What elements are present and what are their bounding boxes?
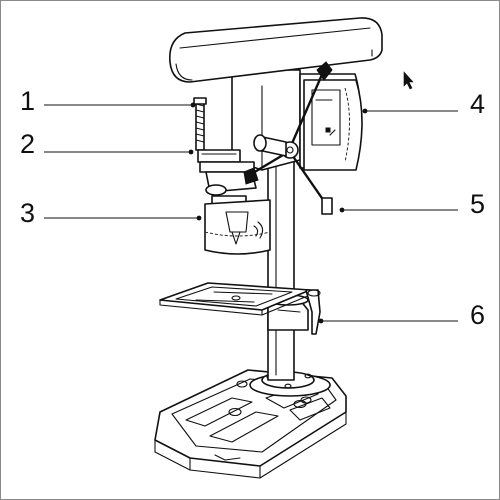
callout-4-label: 4	[470, 89, 485, 119]
callout-1-label: 1	[20, 86, 35, 116]
table-lock-handle	[305, 289, 321, 335]
feed-handles	[243, 61, 333, 215]
depth-stop	[193, 97, 207, 151]
callout-leaders	[44, 102, 458, 324]
callout-3-label: 3	[20, 198, 35, 228]
depth-gauge-bracket	[197, 149, 255, 173]
column	[267, 139, 295, 381]
motor-housing	[303, 79, 363, 171]
chuck-guard	[204, 199, 271, 255]
callout-6-label: 6	[470, 300, 485, 330]
callout-2-label: 2	[20, 129, 35, 159]
mouse-cursor-icon	[403, 71, 414, 90]
callout-5-label: 5	[470, 189, 485, 219]
pulley-cover	[168, 17, 383, 83]
